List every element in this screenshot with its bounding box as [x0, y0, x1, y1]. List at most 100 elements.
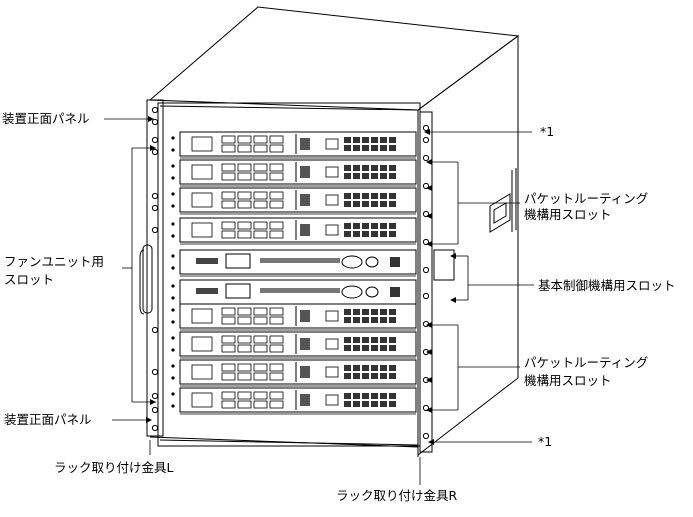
- port-block: [237, 316, 252, 325]
- port: [371, 365, 378, 371]
- card-face: [179, 187, 417, 213]
- status-led: [171, 308, 175, 312]
- port: [371, 337, 378, 343]
- port: [380, 165, 387, 171]
- label-note-bottom: *1: [538, 434, 552, 449]
- port-block: [221, 391, 236, 400]
- port: [344, 401, 351, 407]
- card-connector: [300, 138, 310, 150]
- port-block: [237, 221, 252, 230]
- port-block: [253, 335, 268, 344]
- port: [353, 337, 360, 343]
- port: [362, 317, 369, 323]
- port-block: [269, 344, 284, 353]
- label-packet-routing-bottom-line1: パケットルーティング: [524, 355, 648, 370]
- port: [389, 223, 396, 229]
- port: [344, 373, 351, 379]
- label-front-panel-top: 装置正面パネル: [2, 111, 90, 126]
- card-face: [179, 359, 417, 385]
- port-block: [253, 363, 268, 372]
- port: [380, 231, 387, 237]
- port: [362, 173, 369, 179]
- screw-hole: [151, 136, 159, 144]
- screw-hole: [151, 106, 159, 114]
- port: [362, 401, 369, 407]
- port: [389, 137, 396, 143]
- port-block: [253, 391, 268, 400]
- arrowhead: [426, 377, 432, 383]
- port: [371, 317, 378, 323]
- port-block: [221, 230, 236, 239]
- leader-arrowheads: [146, 116, 456, 445]
- port: [389, 201, 396, 207]
- port: [344, 173, 351, 179]
- card-connector: [300, 310, 310, 322]
- card-connector: [390, 287, 400, 297]
- port: [353, 345, 360, 351]
- port: [353, 193, 360, 199]
- label-fan-unit-slot-line2: スロット: [4, 272, 54, 287]
- port-block: [253, 372, 268, 381]
- port-block: [253, 221, 268, 230]
- port: [353, 231, 360, 237]
- display-panel: [225, 253, 251, 269]
- port-block: [221, 172, 236, 181]
- card-face: [179, 131, 417, 157]
- port: [344, 223, 351, 229]
- port: [371, 193, 378, 199]
- label-fan-unit-slot-line1: ファンユニット用: [4, 254, 104, 269]
- port: [353, 317, 360, 323]
- fan-grille: [341, 285, 363, 299]
- port: [353, 165, 360, 171]
- label-rack-mount-r: ラック取り付け金具R: [336, 488, 458, 503]
- card-latch: [191, 222, 213, 238]
- port-block: [269, 230, 284, 239]
- port-block: [269, 200, 284, 209]
- port-block: [237, 363, 252, 372]
- packet-routing-card: [171, 131, 417, 159]
- packet-routing-card: [171, 359, 417, 387]
- fan-grille: [365, 286, 379, 298]
- screw-hole: [422, 124, 430, 132]
- port-block: [269, 135, 284, 144]
- card-latch: [191, 336, 213, 352]
- card-connector: [300, 366, 310, 378]
- port: [380, 173, 387, 179]
- port-block: [325, 224, 339, 236]
- card-face: [179, 331, 417, 357]
- arrowhead: [148, 116, 154, 122]
- card-connector: [300, 338, 310, 350]
- port: [380, 365, 387, 371]
- port: [353, 401, 360, 407]
- packet-routing-card: [171, 159, 417, 187]
- status-led: [171, 348, 175, 352]
- port: [362, 345, 369, 351]
- port: [362, 201, 369, 207]
- port: [344, 337, 351, 343]
- port: [344, 345, 351, 351]
- port: [371, 173, 378, 179]
- port: [371, 373, 378, 379]
- status-led: [171, 192, 175, 196]
- port-block: [221, 200, 236, 209]
- control-strip: [260, 288, 340, 293]
- port-block: [253, 144, 268, 153]
- control-strip: [196, 258, 218, 264]
- port-block: [325, 194, 339, 206]
- port-block: [221, 344, 236, 353]
- port: [353, 137, 360, 143]
- port: [371, 345, 378, 351]
- port: [380, 337, 387, 343]
- port: [344, 393, 351, 399]
- screw-hole: [151, 226, 159, 234]
- port-block: [253, 230, 268, 239]
- port-block: [253, 400, 268, 409]
- port-block: [221, 316, 236, 325]
- port-block: [253, 344, 268, 353]
- port-block: [221, 372, 236, 381]
- status-led: [171, 148, 175, 152]
- port: [371, 393, 378, 399]
- card-face: [179, 217, 417, 243]
- port: [362, 373, 369, 379]
